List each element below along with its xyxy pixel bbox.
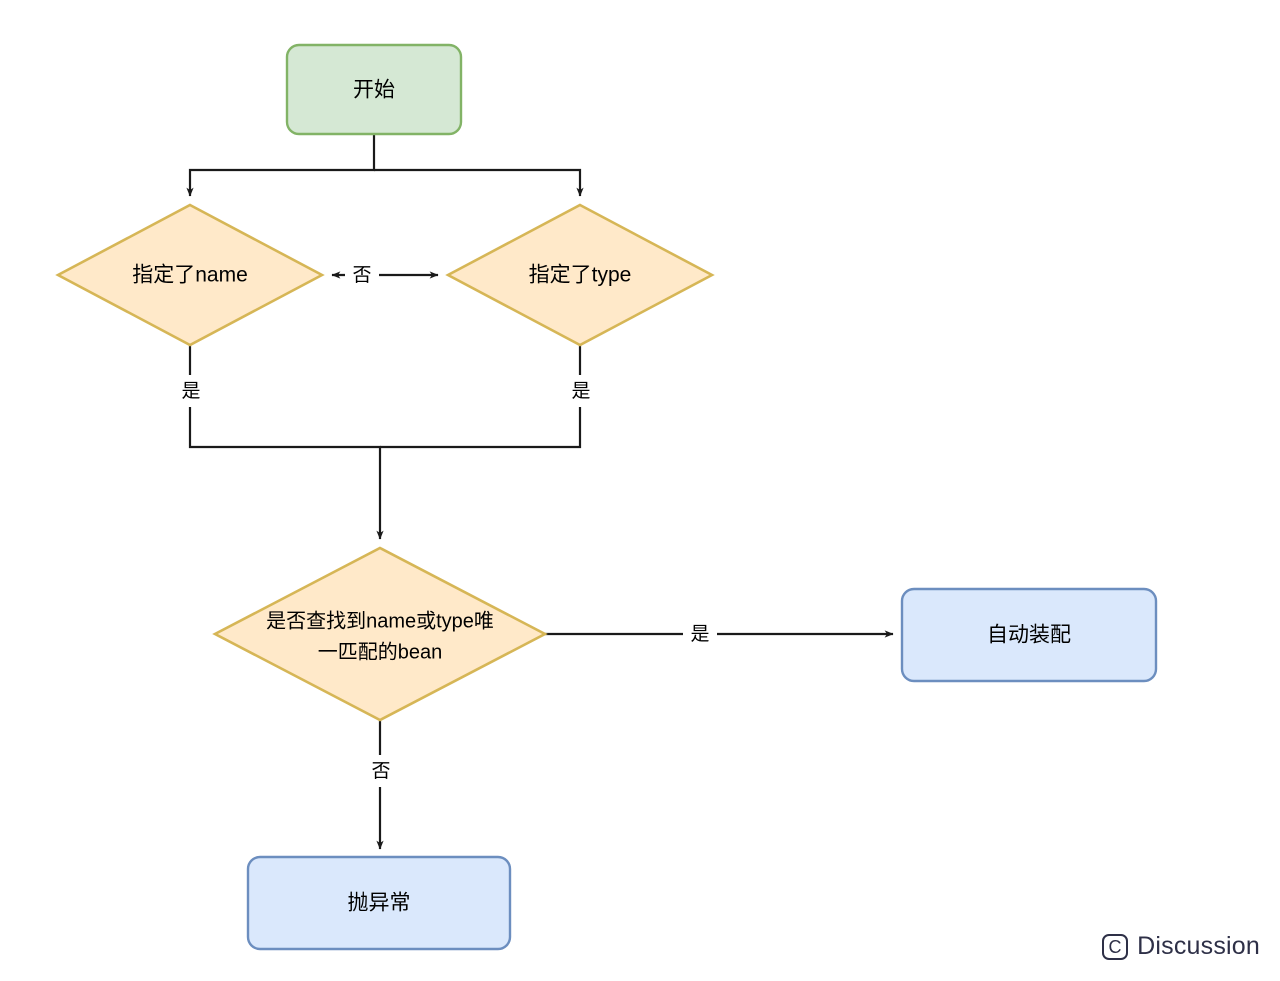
edge-label-yes-from-has-name: 是	[181, 381, 200, 402]
node-has-name-label: 指定了name	[132, 264, 248, 287]
node-start-label: 开始	[353, 79, 395, 102]
node-throw-label: 抛异常	[348, 892, 411, 915]
edge-has-type-yes: 是	[380, 345, 598, 449]
node-unique-bean-label-line1: 是否查找到name或type唯	[266, 609, 494, 632]
node-has-name[interactable]: 指定了name	[55, 203, 325, 347]
edge-has-name-to-has-type: 否	[331, 258, 439, 290]
copyright-c-icon: C	[1102, 933, 1129, 960]
watermark: C Discussion	[1102, 932, 1260, 961]
node-has-type[interactable]: 指定了type	[445, 203, 715, 347]
node-unique-bean[interactable]: 是否查找到name或type唯 一匹配的bean	[212, 546, 548, 722]
edge-label-yes-from-has-type: 是	[571, 381, 590, 402]
edge-label-yes-to-autowire: 是	[690, 624, 709, 645]
edge-start-to-has-name	[186, 134, 376, 197]
node-throw[interactable]: 抛异常	[246, 855, 512, 951]
node-autowire[interactable]: 自动装配	[900, 587, 1158, 683]
edge-start-to-has-type	[374, 168, 584, 197]
edge-unique-bean-yes: 是	[545, 617, 894, 649]
edge-label-no-between-diamonds: 否	[352, 265, 371, 286]
node-has-type-label: 指定了type	[529, 264, 632, 287]
edge-label-no-to-throw: 否	[371, 761, 390, 782]
edge-has-name-yes: 是	[174, 345, 384, 540]
node-unique-bean-label-line2: 一匹配的bean	[318, 640, 443, 663]
node-start[interactable]: 开始	[285, 43, 463, 136]
node-autowire-label: 自动装配	[987, 624, 1071, 647]
watermark-label: Discussion	[1137, 932, 1260, 960]
edge-unique-bean-no: 否	[364, 720, 398, 850]
